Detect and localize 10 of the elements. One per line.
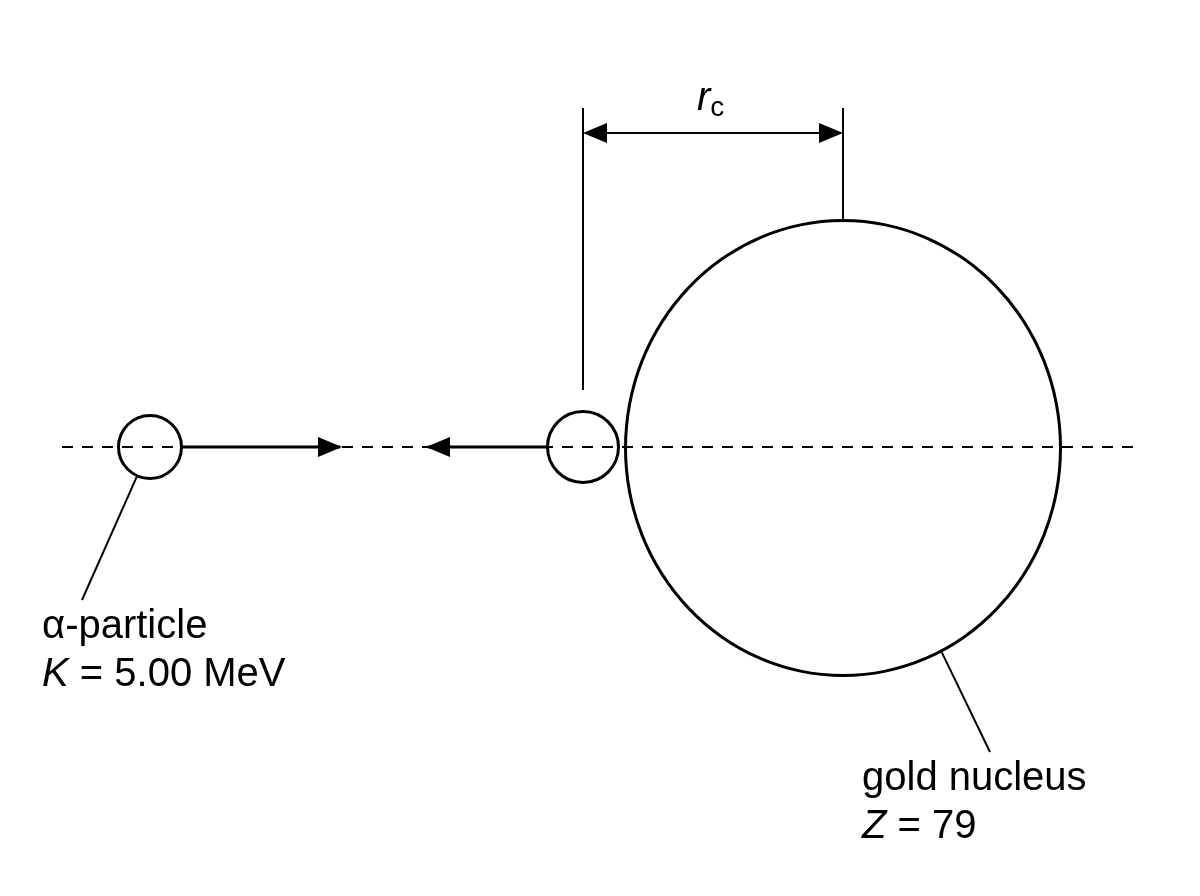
nucleus-circle <box>624 219 1062 677</box>
particle-circle <box>117 414 183 480</box>
label-text: α-particle <box>42 601 209 648</box>
label-text: Z = 79 <box>862 801 978 848</box>
particle-circle <box>546 410 620 484</box>
label-text: gold nucleus <box>862 753 1088 800</box>
leader-line <box>81 476 138 601</box>
dimension-label: r$_{c}$ <box>697 73 725 124</box>
label-text: K = 5.00 MeV <box>42 649 287 696</box>
leader-line <box>940 651 991 753</box>
